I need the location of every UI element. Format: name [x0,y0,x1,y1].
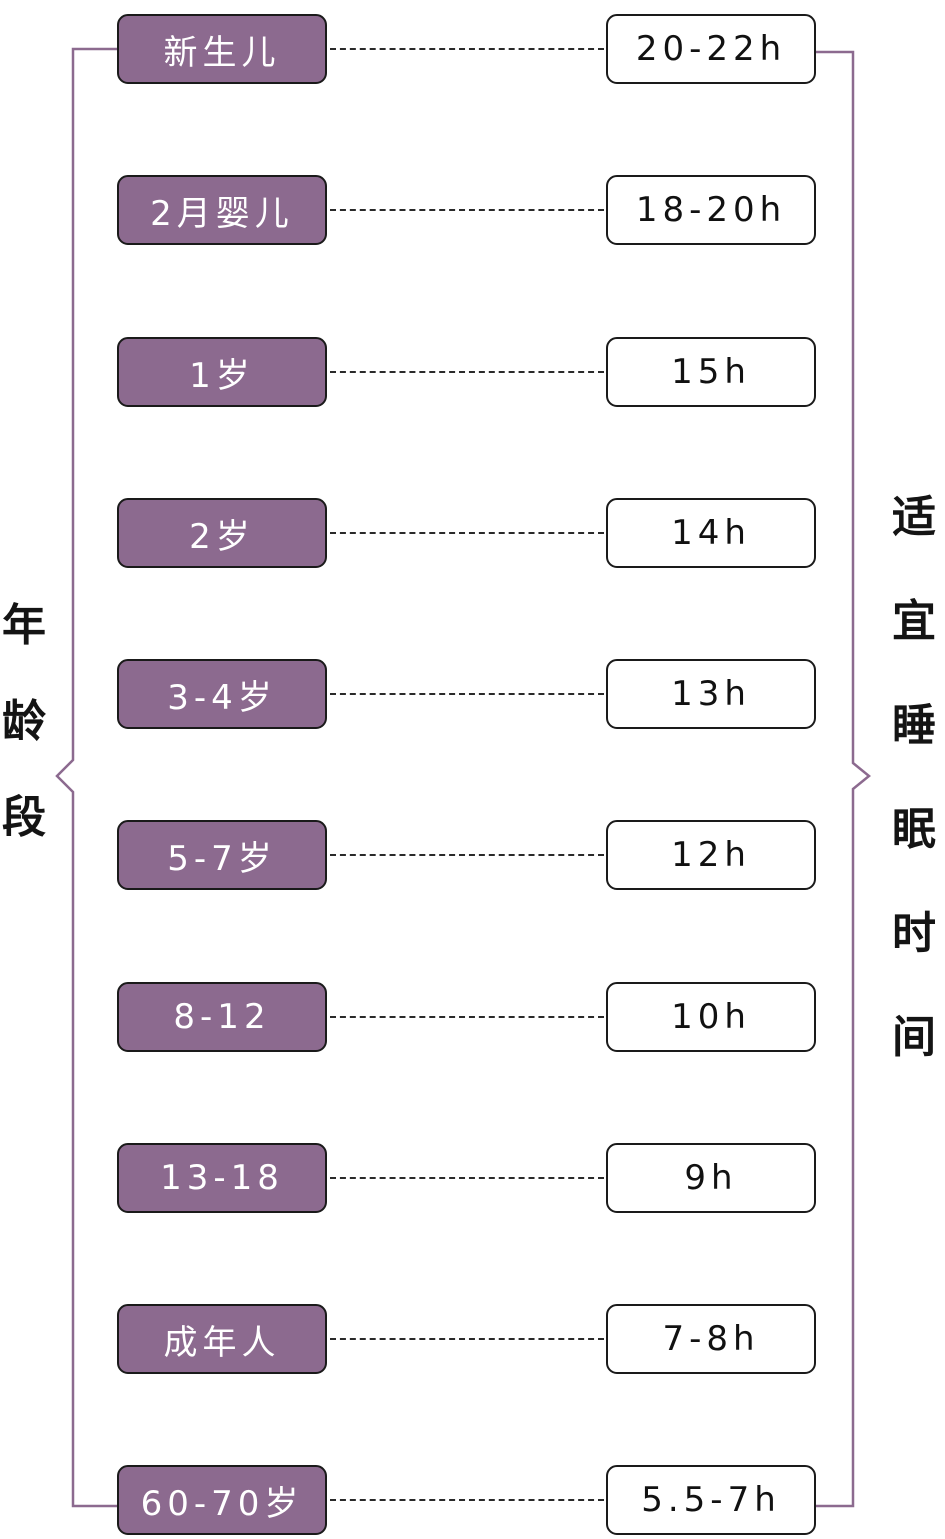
dashed-connector [330,693,604,695]
sleep-box: 7-8h [606,1304,816,1374]
age-group-char: 年 [2,600,46,651]
right-brace [816,50,871,1508]
dashed-connector [330,854,604,856]
sleep-time-label: 适 宜 睡 眠 时 间 [884,496,944,1060]
sleep-box: 9h [606,1143,816,1213]
age-box: 13-18 [117,1143,327,1213]
sleep-time-char: 适 [892,492,936,543]
age-group-char: 龄 [2,696,46,747]
age-box: 5-7岁 [117,820,327,890]
left-brace [55,47,117,1508]
sleep-box: 14h [606,498,816,568]
sleep-time-char: 宜 [892,596,936,647]
sleep-time-char: 睡 [892,700,936,751]
dashed-connector [330,48,604,50]
age-box: 3-4岁 [117,659,327,729]
dashed-connector [330,1499,604,1501]
sleep-box: 10h [606,982,816,1052]
sleep-time-char: 间 [892,1012,936,1063]
sleep-box: 15h [606,337,816,407]
age-box: 8-12 [117,982,327,1052]
age-group-char: 段 [2,792,46,843]
age-group-label: 年 龄 段 [0,604,54,840]
sleep-box: 5.5-7h [606,1465,816,1535]
sleep-box: 13h [606,659,816,729]
sleep-time-char: 时 [892,908,936,959]
sleep-box: 20-22h [606,14,816,84]
sleep-time-char: 眠 [892,804,936,855]
age-box: 2岁 [117,498,327,568]
age-box: 新生儿 [117,14,327,84]
dashed-connector [330,1177,604,1179]
sleep-box: 18-20h [606,175,816,245]
age-box: 2月婴儿 [117,175,327,245]
dashed-connector [330,371,604,373]
age-box: 成年人 [117,1304,327,1374]
age-box: 1岁 [117,337,327,407]
age-box: 60-70岁 [117,1465,327,1535]
dashed-connector [330,209,604,211]
dashed-connector [330,1338,604,1340]
dashed-connector [330,1016,604,1018]
sleep-box: 12h [606,820,816,890]
dashed-connector [330,532,604,534]
